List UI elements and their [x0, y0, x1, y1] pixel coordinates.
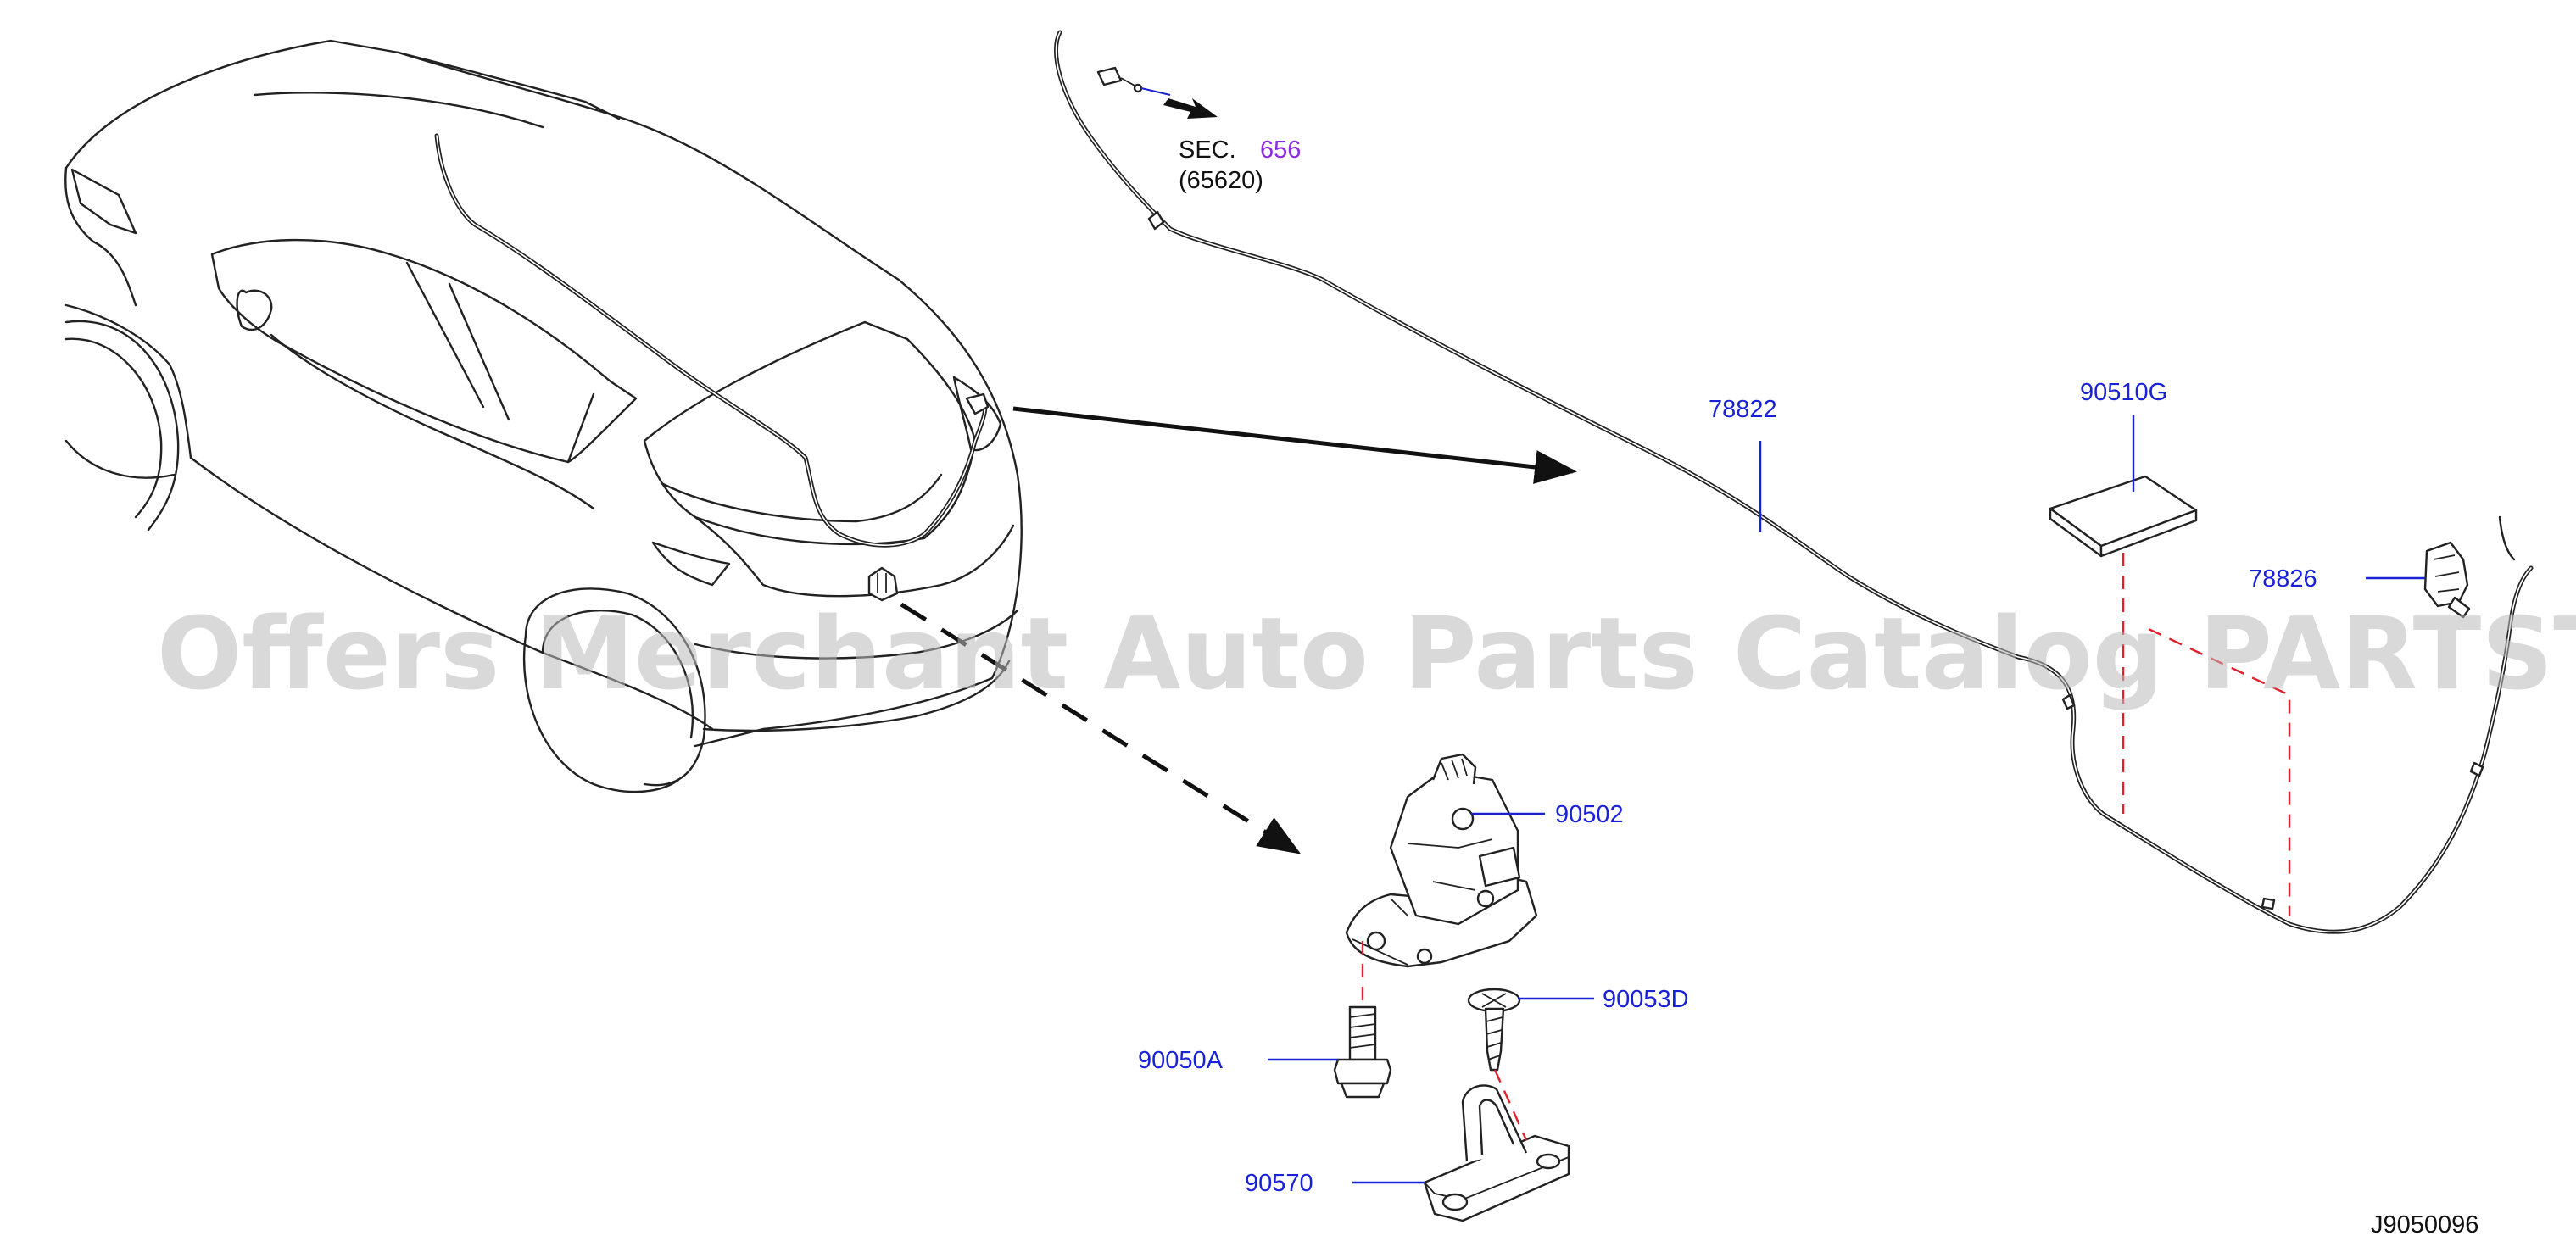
section-number: 656 — [1260, 136, 1301, 164]
lock-90502 — [1345, 753, 1538, 968]
pad-90510G — [2049, 475, 2198, 558]
label-90510G: 90510G — [2080, 379, 2167, 406]
screw-90053D — [1467, 988, 1521, 1072]
watermark: Offers Merchant Auto Parts Catalog PARTS… — [157, 595, 2576, 712]
vehicle-illustration — [64, 39, 1023, 793]
clip-78826 — [2423, 541, 2471, 619]
label-78826: 78826 — [2249, 565, 2317, 593]
release-cable-78822 — [1053, 30, 2534, 934]
leader-lines — [1268, 415, 2425, 1184]
drawing-code: J9050096 — [2371, 1211, 2478, 1239]
alignment-lines — [1361, 553, 2291, 1141]
section-prefix: SEC. — [1179, 136, 1236, 164]
labels: SEC. 656 (65620) 78822 90510G 78826 9050… — [1138, 136, 2478, 1239]
label-90570: 90570 — [1245, 1170, 1313, 1197]
sec-656-arrow — [1163, 98, 1218, 119]
section-sub-ref: (65620) — [1179, 167, 1263, 194]
pointer-arrows — [900, 406, 1577, 854]
label-78822: 78822 — [1709, 396, 1777, 423]
label-90050A: 90050A — [1138, 1047, 1224, 1074]
striker-90570 — [1423, 1084, 1570, 1222]
bolt-90050A — [1333, 1005, 1392, 1099]
label-90502: 90502 — [1555, 801, 1624, 828]
label-90053D: 90053D — [1603, 986, 1689, 1013]
